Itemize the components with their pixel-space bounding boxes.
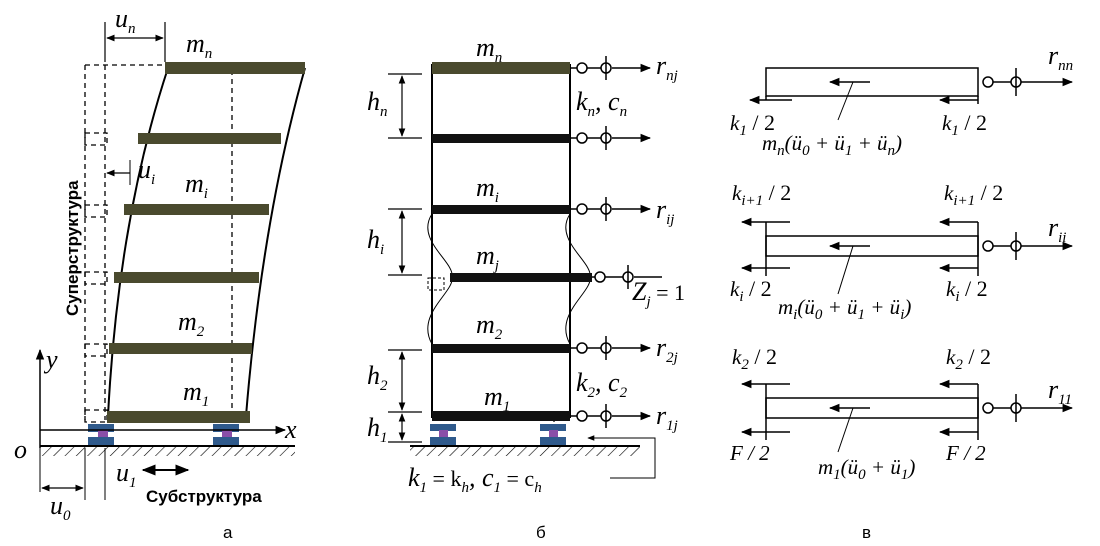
deformed-column-right <box>245 67 306 417</box>
label-ki1-right: ki+1 / 2 <box>944 180 1003 209</box>
panel-b: mn mi mj m2 m1 hn hi h2 h1 kn, cn k2, c2… <box>367 33 685 542</box>
floor-n-b <box>432 62 570 74</box>
floor-mid-a <box>114 272 259 283</box>
caption-b: б <box>536 523 546 542</box>
support-links-b <box>570 56 662 428</box>
floor-2-b <box>432 344 570 353</box>
label-mi-a: mi <box>185 169 208 202</box>
label-h2: h2 <box>367 361 388 394</box>
label-axis-y: y <box>43 345 58 374</box>
deformed-column-left <box>107 67 169 417</box>
undeformed-frame <box>84 64 233 423</box>
label-inertia-n: mn(ü0 + ü1 + ün) <box>762 131 902 159</box>
label-k2-right: k2 / 2 <box>946 344 991 373</box>
label-ui: ui <box>138 155 155 188</box>
height-dimensions <box>388 73 422 443</box>
label-ki-left: ki / 2 <box>730 276 772 305</box>
label-u1: u1 <box>116 458 137 491</box>
panel-a: un mn ui mi m2 m1 y x o u0 u1 Суперструк… <box>14 4 306 542</box>
fbd-mid <box>740 217 1074 295</box>
bearings-b <box>430 424 566 445</box>
label-hn: hn <box>367 87 388 120</box>
label-axis-x: x <box>284 415 297 444</box>
label-r1j: r1j <box>656 401 678 434</box>
floors-a <box>107 62 305 423</box>
label-r2j: r2j <box>656 333 678 366</box>
label-hi: hi <box>367 225 384 258</box>
label-mj-b: mj <box>476 241 499 274</box>
label-substructure: Субструктура <box>146 487 262 506</box>
bearings-a <box>88 424 239 445</box>
label-k1-left: k1 / 2 <box>730 110 775 139</box>
label-rnj: rnj <box>656 51 678 84</box>
floor-upper-b <box>432 134 570 143</box>
label-mn-a: mn <box>186 29 212 62</box>
fbd-top <box>748 67 1074 121</box>
label-ki1-left: ki+1 / 2 <box>732 180 791 209</box>
label-ki-right: ki / 2 <box>946 276 988 305</box>
label-m1-b: m1 <box>484 382 510 415</box>
floor-1-b <box>432 411 570 421</box>
label-inertia-1: m1(ü0 + ü1) <box>818 455 915 483</box>
label-h1: h1 <box>367 413 388 446</box>
caption-c: в <box>862 523 871 542</box>
floor-i-a <box>124 204 269 215</box>
label-rij: rij <box>656 195 674 228</box>
caption-a: а <box>223 523 233 542</box>
label-mn-b: mn <box>476 33 502 66</box>
label-inertia-i: mi(ü0 + ü1 + üi) <box>778 295 911 323</box>
label-un: un <box>115 4 136 37</box>
floor-2-a <box>109 343 252 354</box>
label-zj: Zj = 1 <box>632 277 685 310</box>
label-superstructure: Суперструктура <box>63 180 82 316</box>
label-m1-a: m1 <box>183 377 209 410</box>
base-callout-line <box>588 437 656 479</box>
label-r11: r11 <box>1048 375 1072 408</box>
ground-hatch-b <box>410 447 640 456</box>
label-origin: o <box>14 435 27 464</box>
panel-c: rnn k1 / 2 k1 / 2 mn(ü0 + ü1 + ün) ki+1 … <box>729 41 1073 542</box>
floor-n-a <box>165 62 305 74</box>
label-kn-cn: kn, cn <box>576 87 627 120</box>
label-u0: u0 <box>50 491 71 524</box>
label-rnn: rnn <box>1048 41 1073 74</box>
floor-upper-a <box>138 133 281 144</box>
label-m2-b: m2 <box>476 310 503 343</box>
label-mi-b: mi <box>476 173 499 206</box>
label-k2-c2: k2, c2 <box>576 368 628 401</box>
label-m2-a: m2 <box>178 307 205 340</box>
ground-hatch-a <box>40 447 295 456</box>
label-base-equation: k1 = kh, c1 = ch <box>408 463 542 496</box>
floor-j-b <box>450 273 592 282</box>
floor-1-a <box>107 411 250 423</box>
label-rii: rii <box>1048 213 1066 246</box>
floor-i-b <box>432 205 570 214</box>
label-f-left: F / 2 <box>729 441 770 465</box>
fbd-bot <box>740 379 1074 453</box>
label-f-right: F / 2 <box>945 441 986 465</box>
label-k2-left: k2 / 2 <box>732 344 777 373</box>
label-k1-right: k1 / 2 <box>942 110 987 139</box>
